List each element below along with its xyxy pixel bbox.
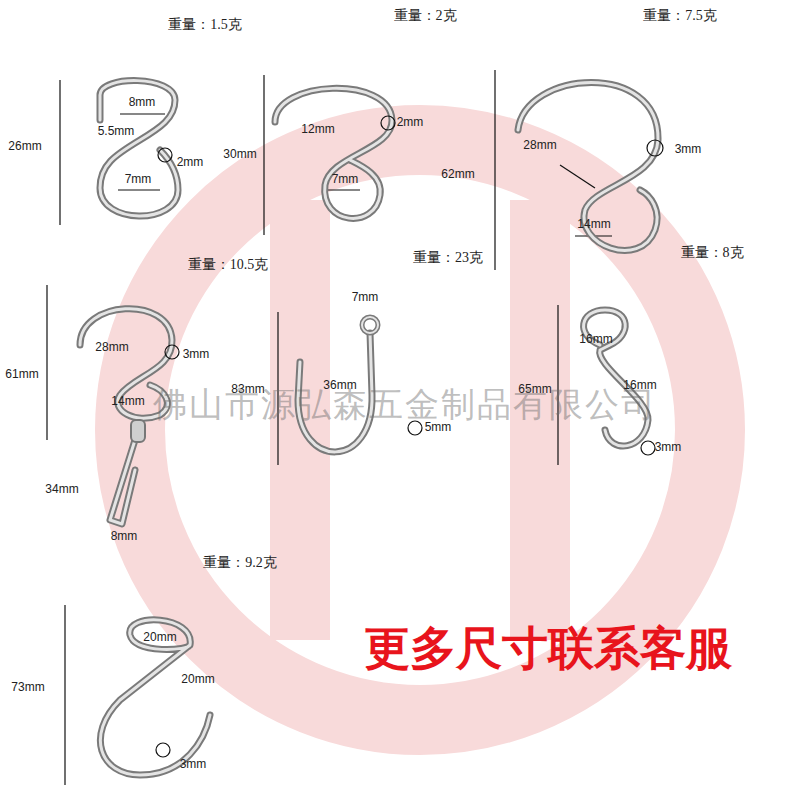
dimension-label: 2mm <box>397 116 424 129</box>
dimension-label: 30mm <box>223 148 256 161</box>
dimension-label: 61mm <box>5 368 38 381</box>
weight-label: 重量：9.2克 <box>203 555 277 570</box>
dimension-label: 5.5mm <box>98 125 135 138</box>
dimension-label: 62mm <box>441 168 474 181</box>
dimension-label: 26mm <box>8 140 41 153</box>
dimension-label: 3mm <box>655 441 682 454</box>
dimension-label: 14mm <box>111 395 144 408</box>
weight-label: 重量：2克 <box>394 8 457 23</box>
dimension-label: 34mm <box>45 483 78 496</box>
weight-label: 重量：7.5克 <box>643 8 717 23</box>
weight-label: 重量：10.5克 <box>188 257 269 272</box>
dimension-label: 7mm <box>332 173 359 186</box>
dimension-lines <box>47 70 612 785</box>
dimension-label: 3mm <box>183 348 210 361</box>
dimension-label: 8mm <box>129 96 156 109</box>
watermark: 佛山市源弘森五金制品有限公司 <box>153 386 657 423</box>
weight-label: 重量：1.5克 <box>168 17 242 32</box>
dimension-label: 3mm <box>675 143 702 156</box>
dimension-label: 28mm <box>95 341 128 354</box>
dimension-label: 16mm <box>579 333 612 346</box>
dimension-label: 7mm <box>125 173 152 186</box>
dimension-label: 8mm <box>111 530 138 543</box>
dimension-label: 20mm <box>181 673 214 686</box>
contact-note: 更多尺寸联系客服 <box>364 623 732 674</box>
dimension-label: 2mm <box>177 156 204 169</box>
dimension-label: 3mm <box>180 758 207 771</box>
dimension-label: 73mm <box>11 681 44 694</box>
dimension-label: 12mm <box>301 123 334 136</box>
dimension-label: 20mm <box>143 631 176 644</box>
weight-label: 重量：23克 <box>413 250 483 265</box>
dimension-label: 14mm <box>577 218 610 231</box>
dimension-label: 28mm <box>523 139 556 152</box>
dimension-label: 7mm <box>352 291 379 304</box>
weight-label: 重量：8克 <box>681 245 744 260</box>
